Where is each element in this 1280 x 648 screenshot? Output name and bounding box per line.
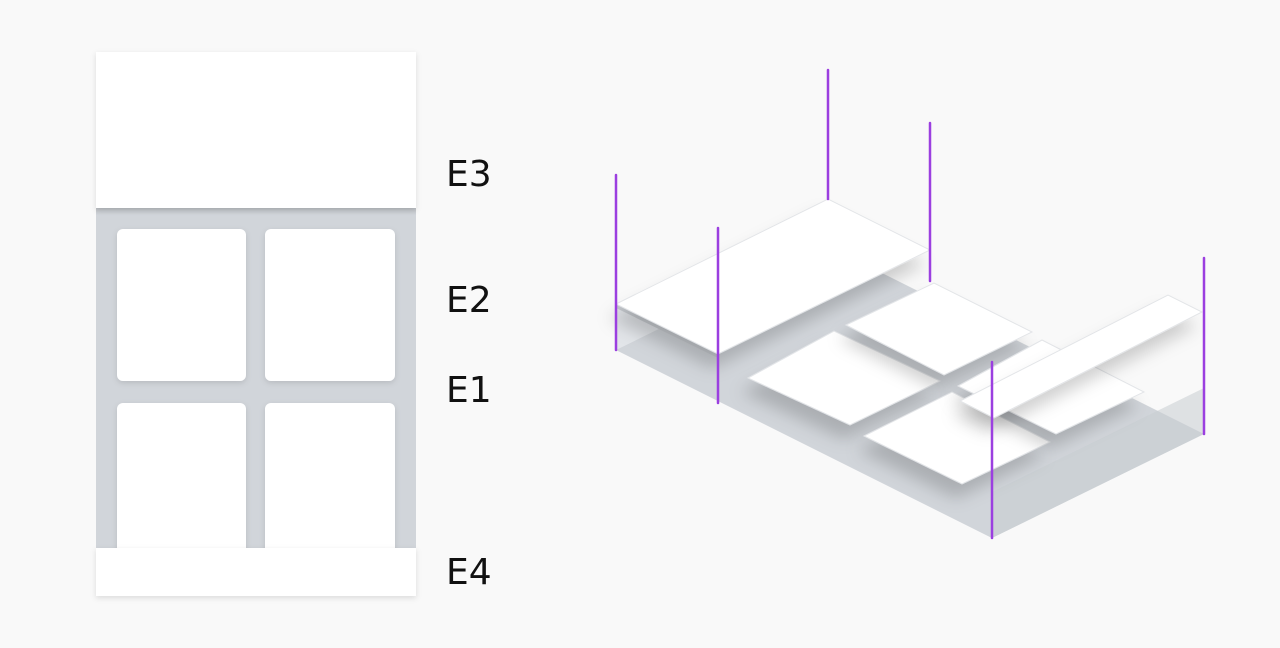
base-right-wall — [992, 388, 1204, 538]
flat-screen-mockup — [96, 52, 416, 596]
label-e4: E4 — [446, 552, 492, 593]
isometric-view — [614, 68, 1206, 540]
label-e3: E3 — [446, 154, 492, 195]
card-top-left — [117, 229, 246, 381]
iso-bottom-bar — [958, 294, 1204, 419]
elevation-guide-lines — [614, 68, 1206, 540]
bottom-bar-e4 — [96, 548, 416, 596]
label-e1: E1 — [446, 370, 492, 411]
elevation-labels: E3 E2 E1 E4 — [446, 154, 492, 593]
iso-card-3 — [862, 391, 1052, 485]
top-app-bar-e3 — [96, 52, 416, 208]
card-bottom-right — [265, 403, 395, 563]
iso-top-bar-edge — [616, 304, 718, 358]
top-bar-shadow — [96, 207, 416, 215]
iso-card-1 — [746, 330, 942, 426]
card-bottom-left — [117, 403, 246, 563]
card-top-right — [265, 229, 395, 381]
label-e2: E2 — [446, 280, 492, 321]
iso-card-2 — [844, 282, 1034, 376]
